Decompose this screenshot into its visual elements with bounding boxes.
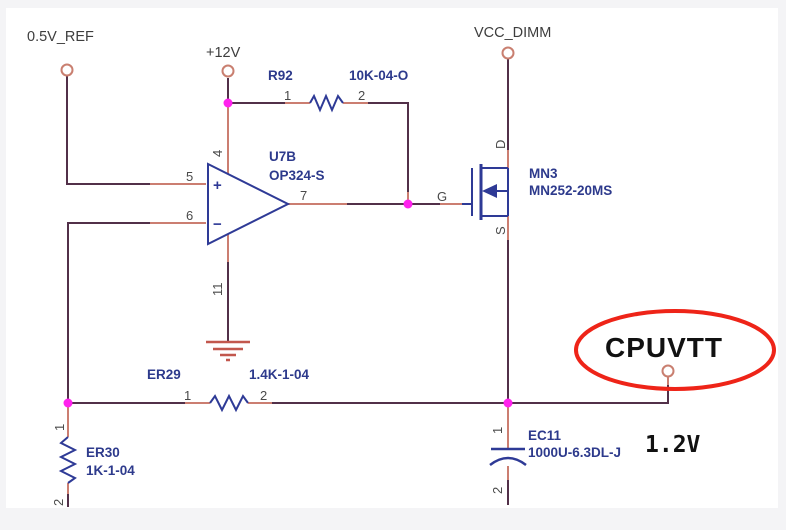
cpuvtt-highlight-ellipse: [574, 309, 776, 391]
photo-edge-left: [0, 0, 6, 530]
u7b-value: OP324-S: [269, 168, 325, 183]
mosfet-mn3: [462, 164, 509, 220]
mn3-gate-label: G: [437, 189, 447, 204]
resistor-r92: [309, 93, 344, 113]
ec11-value: 1000U-6.3DL-J: [528, 445, 621, 460]
net-label-12v: +12V: [206, 45, 241, 61]
terminal-0v5ref: [60, 63, 74, 77]
photo-edge-bottom: [0, 508, 786, 530]
ec11-pin2: 2: [490, 487, 505, 494]
resistor-zigzag: [209, 393, 249, 413]
junction-dot: [503, 398, 513, 408]
terminal-12v: [221, 64, 235, 78]
ec11-pin1: 1: [490, 427, 505, 434]
net-label-0v5ref: 0.5V_REF: [27, 29, 94, 45]
resistor-er29: [209, 393, 249, 413]
u7b-pin6: 6: [186, 208, 193, 223]
er30-pin1: 1: [52, 424, 67, 431]
u7b-pin4: 4: [210, 150, 225, 157]
r92-pin1: 1: [284, 88, 291, 103]
u7b-pin5: 5: [186, 169, 193, 184]
mn3-ref: MN3: [529, 166, 558, 181]
u7b-ref: U7B: [269, 149, 296, 164]
net-0v5ref-wire: [66, 76, 206, 185]
wire-0v5ref: [66, 76, 150, 185]
er29-pin2: 2: [260, 388, 267, 403]
photo-edge-right: [778, 0, 786, 530]
net-label-cpuvtt: CPUVTT: [605, 332, 723, 363]
wire-feedback-left: [67, 222, 150, 403]
r92-value: 10K-04-O: [349, 68, 408, 83]
mosfet-arrow: [482, 184, 497, 198]
mn3-drain-label: D: [493, 140, 508, 149]
er29-value: 1.4K-1-04: [249, 367, 310, 382]
r92-ref: R92: [268, 68, 293, 83]
wire-r92-return: [368, 102, 409, 192]
junction-dot: [63, 398, 73, 408]
ground-bars: [206, 340, 250, 362]
er30-value: 1K-1-04: [86, 463, 135, 478]
opamp-triangle: [207, 162, 291, 246]
net-cpuvtt-wire: [67, 216, 669, 448]
er30-pin2: 2: [51, 499, 66, 506]
opamp-u7b: + −: [207, 162, 291, 246]
ground-symbol: [206, 340, 250, 362]
junction-dot: [223, 98, 233, 108]
capacitor-curved-plate: [489, 456, 527, 467]
resistor-er30: [58, 436, 78, 484]
mosfet-stubs: [462, 167, 509, 217]
u7b-pin11: 11: [210, 283, 225, 297]
wire-bottom-right: [272, 385, 669, 404]
er29-pin1: 1: [184, 388, 191, 403]
net-inverting-wire: [67, 222, 206, 403]
er29-ref: ER29: [147, 367, 181, 382]
mn3-source-label: S: [493, 226, 508, 235]
resistor-zigzag: [58, 436, 78, 484]
opamp-minus-sign: −: [213, 216, 222, 233]
mn3-value: MN252-20MS: [529, 183, 612, 198]
capacitor-ec11: [489, 447, 527, 467]
ec11-ref: EC11: [528, 428, 562, 443]
r92-pin2: 2: [358, 88, 365, 103]
photo-edge-top: [0, 0, 786, 8]
resistor-zigzag: [309, 93, 344, 113]
voltage-annotation: 1.2V: [645, 432, 701, 458]
net-opamp-out-gate-wire: [228, 102, 462, 205]
opamp-plus-sign: +: [213, 177, 222, 194]
net-ground-wire: [67, 234, 509, 507]
junction-dot: [403, 199, 413, 209]
net-label-vcc-dimm: VCC_DIMM: [474, 25, 551, 41]
u7b-pin7: 7: [300, 188, 307, 203]
er30-ref: ER30: [86, 445, 120, 460]
terminal-vcc-dimm: [501, 46, 515, 60]
terminal-cpuvtt: [661, 364, 675, 378]
